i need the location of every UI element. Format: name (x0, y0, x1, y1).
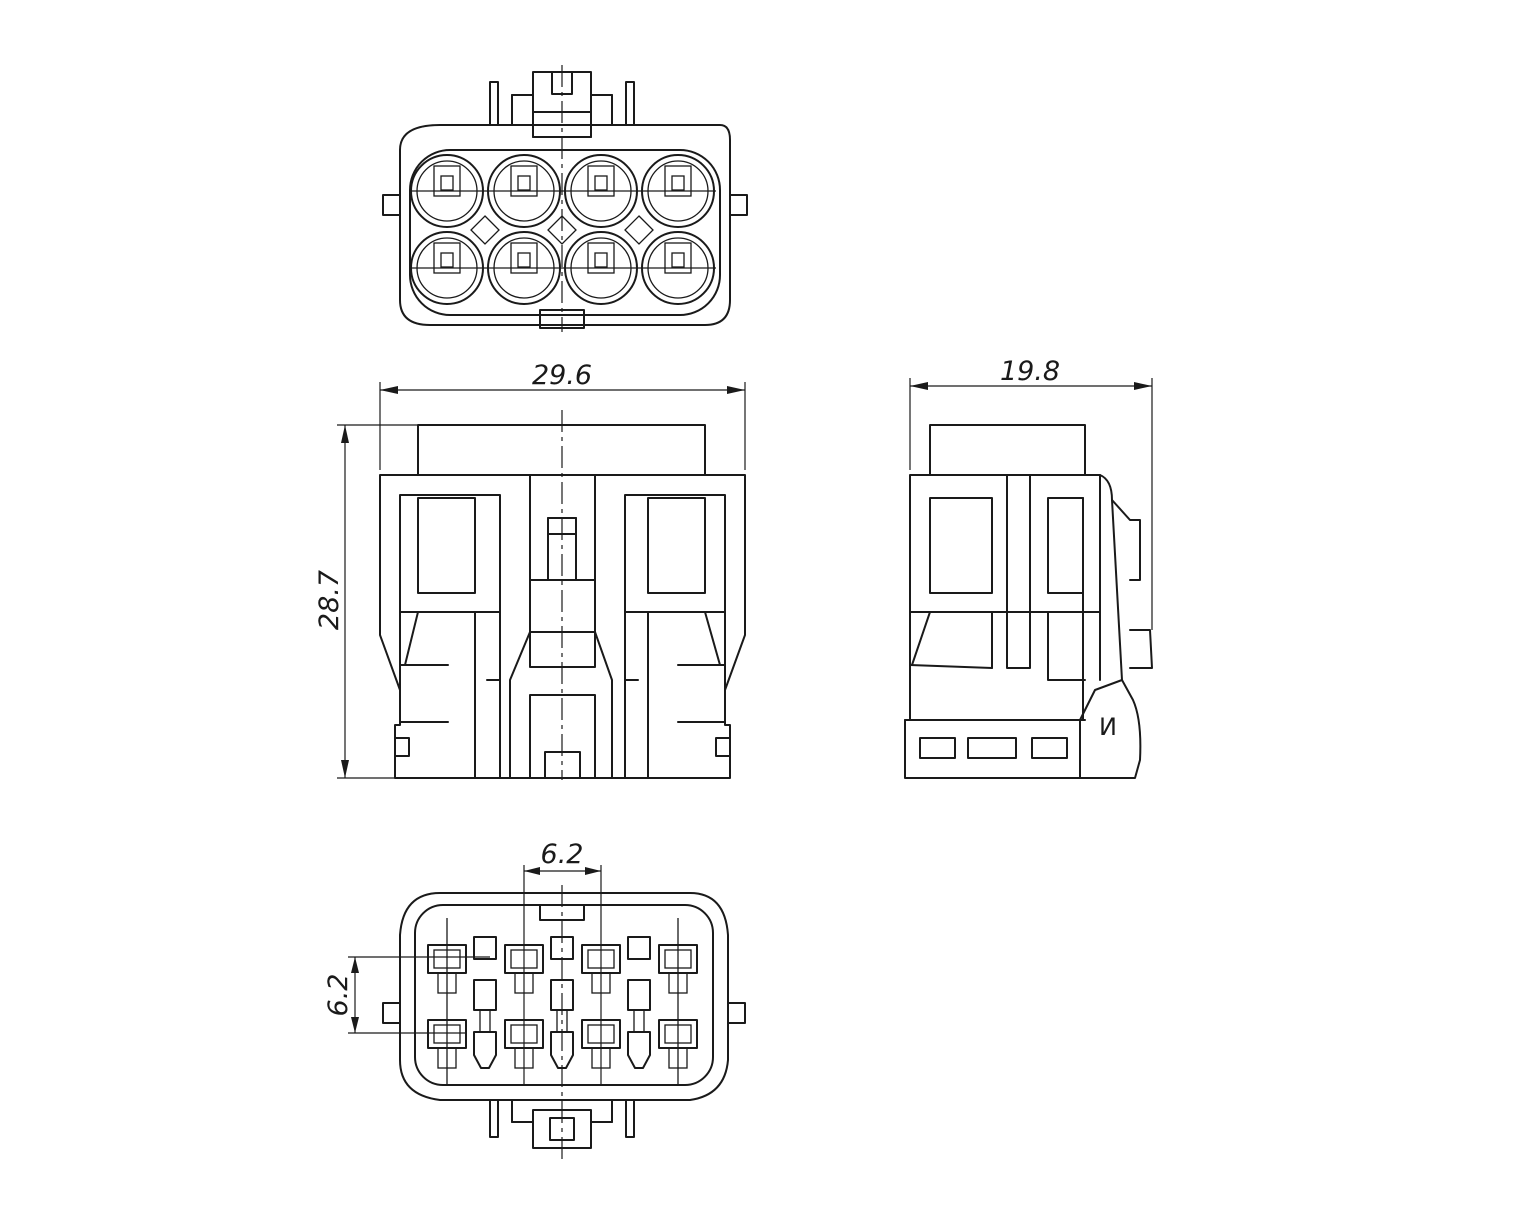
bottom-view-outer-housing (399, 892, 729, 1101)
side-view-body (904, 474, 1142, 779)
bottom-view-inner-face (414, 904, 714, 1086)
side-view: И 19.8 (904, 356, 1153, 779)
top-view-right-tab (729, 194, 748, 216)
dimension-pitch-horizontal: 6.2 (541, 839, 584, 870)
top-view-outer-housing (399, 124, 731, 326)
top-view-inner-seal (409, 149, 721, 316)
front-view: 29.6 28.7 (314, 360, 746, 780)
bottom-view: 6.2 6.2 (323, 839, 746, 1160)
dimension-width-side: 19.8 (1000, 356, 1060, 387)
top-view-left-tab (382, 194, 401, 216)
dimension-pitch-vertical: 6.2 (323, 974, 354, 1017)
dimension-width-front: 29.6 (532, 360, 592, 391)
top-view-right-guard (625, 81, 635, 126)
dimension-height-front: 28.7 (314, 570, 345, 630)
top-view (382, 65, 748, 332)
top-view-left-guard (489, 81, 499, 126)
top-view-cavities (410, 154, 716, 305)
side-marking: И (1099, 713, 1117, 741)
